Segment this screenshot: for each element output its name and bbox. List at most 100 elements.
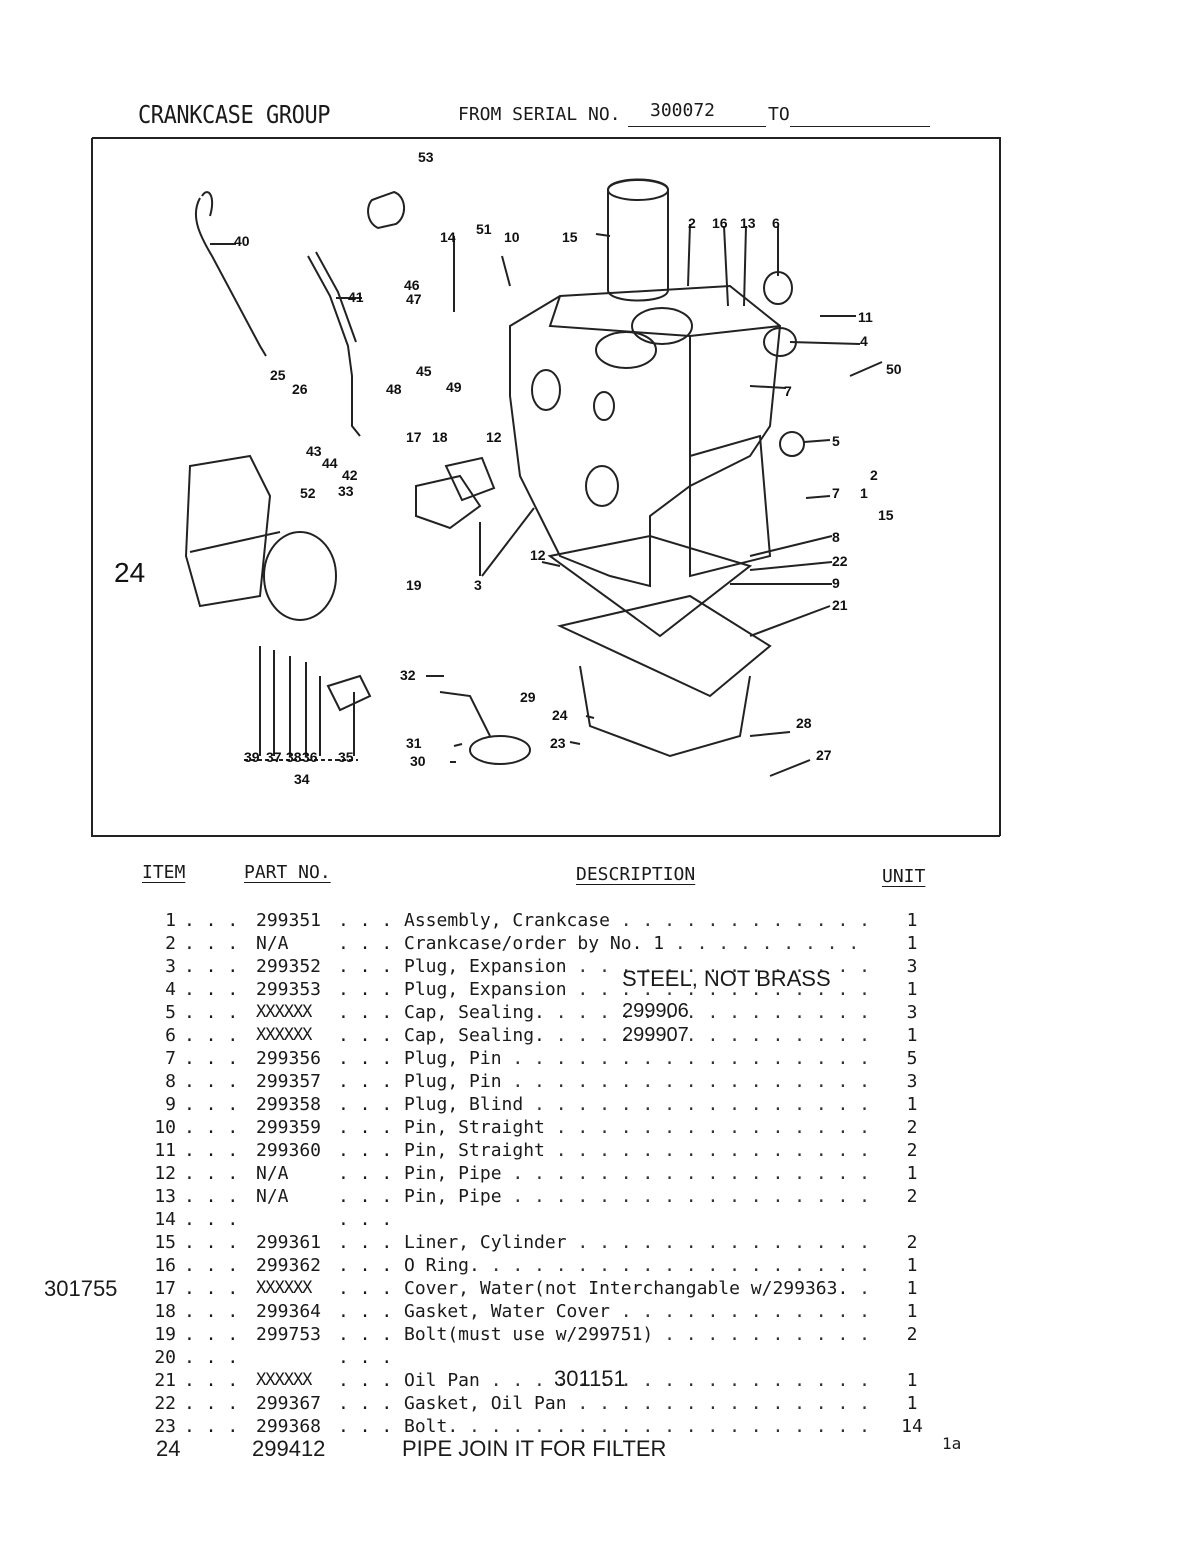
svg-text:17: 17: [406, 429, 422, 445]
svg-text:4: 4: [860, 333, 868, 349]
item-number: 10: [154, 1117, 176, 1138]
svg-text:44: 44: [322, 455, 338, 471]
svg-text:46: 46: [404, 277, 420, 293]
item-number: 1: [165, 910, 176, 931]
svg-text:5: 5: [832, 433, 840, 449]
page-number: 1a: [942, 1434, 962, 1453]
leader-dots: O Ring. . . . . . . . . . . . . . . . . …: [490, 1255, 874, 1276]
part-number: 299364: [256, 1301, 322, 1322]
leader-dots: . . .: [338, 1347, 393, 1368]
svg-text:7: 7: [784, 383, 792, 399]
leader-dots: . . .: [184, 1209, 239, 1230]
part-number: 299361: [256, 1232, 322, 1253]
leader-dots: Gasket, Oil Pan . . . . . . . . . . . . …: [577, 1393, 874, 1414]
svg-text:11: 11: [858, 309, 873, 325]
table-row: . . .. . .14: [0, 1209, 1196, 1232]
leader-dots: Crankcase/order by No. 1 . . . . . . . .…: [674, 933, 874, 954]
leader-dots: Bolt. . . . . . . . . . . . . . . . . . …: [469, 1416, 874, 1437]
svg-text:6: 6: [772, 215, 780, 231]
part-number: 299368: [256, 1416, 322, 1437]
leader-dots: . . .: [338, 1117, 393, 1138]
table-row: . . .. . .Pin, Straight . . . . . . . . …: [0, 1140, 1196, 1163]
leader-dots: Plug, Expansion . . . . . . . . . . . . …: [577, 956, 874, 977]
svg-text:31: 31: [406, 735, 422, 751]
leader-dots: . . .: [338, 910, 393, 931]
leader-dots: . . .: [338, 1370, 393, 1391]
handwritten-oilpan-new-part: 301151: [554, 1366, 626, 1391]
unit-quantity: 1: [906, 933, 918, 954]
svg-text:37: 37: [266, 749, 282, 765]
page-title: CRANKCASE GROUP: [138, 100, 331, 129]
leader-dots: . . .: [184, 1416, 239, 1437]
table-row: . . .. . .Plug, Blind . . . . . . . . . …: [0, 1094, 1196, 1117]
item-number: 23: [154, 1416, 176, 1437]
table-row: . . .. . .Plug, Expansion . . . . . . . …: [0, 956, 1196, 979]
leader-dots: . . .: [184, 1347, 239, 1368]
part-number: N/A: [256, 933, 289, 954]
part-number: N/A: [256, 1163, 289, 1184]
leader-dots: . . .: [184, 1301, 239, 1322]
description: Assembly, Crankcase: [404, 910, 610, 931]
svg-text:49: 49: [446, 379, 462, 395]
item-number: 18: [154, 1301, 176, 1322]
svg-text:2: 2: [870, 467, 878, 483]
leader-dots: Pin, Straight . . . . . . . . . . . . . …: [555, 1117, 874, 1138]
svg-text:40: 40: [234, 233, 250, 249]
column-header-part: PART NO.: [244, 862, 331, 883]
leader-dots: . . .: [184, 910, 239, 931]
svg-text:3: 3: [474, 577, 482, 593]
part-number: 299360: [256, 1140, 322, 1161]
description: Bolt.: [404, 1416, 459, 1437]
svg-text:50: 50: [886, 361, 902, 377]
handwritten-cover17-new-part: 301755: [44, 1276, 118, 1301]
description: Pin, Straight: [404, 1140, 545, 1161]
leader-dots: Pin, Pipe . . . . . . . . . . . . . . . …: [512, 1163, 874, 1184]
leader-dots: . . .: [338, 1324, 393, 1345]
leader-dots: . . .: [184, 1025, 239, 1046]
svg-text:9: 9: [832, 575, 840, 591]
leader-dots: Plug, Expansion . . . . . . . . . . . . …: [577, 979, 874, 1000]
handwritten-cap5-new-part: 299906: [622, 1000, 689, 1022]
leader-dots: Plug, Blind . . . . . . . . . . . . . . …: [534, 1094, 874, 1115]
svg-text:16: 16: [712, 215, 728, 231]
table-row: . . .. . .Cap, Sealing. . . . . . . . . …: [0, 1025, 1196, 1048]
part-number: 299352: [256, 956, 322, 977]
leader-dots: . . .: [184, 1140, 239, 1161]
leader-dots: . . .: [184, 1048, 239, 1069]
item-number: 19: [154, 1324, 176, 1345]
svg-text:25: 25: [270, 367, 286, 383]
leader-dots: Liner, Cylinder . . . . . . . . . . . . …: [577, 1232, 874, 1253]
svg-text:24: 24: [552, 707, 568, 723]
unit-quantity: 1: [906, 1393, 918, 1414]
table-row: . . .. . .Cap, Sealing. . . . . . . . . …: [0, 1002, 1196, 1025]
description: Pin, Pipe: [404, 1186, 502, 1207]
leader-dots: . . .: [184, 1117, 239, 1138]
svg-text:47: 47: [406, 291, 422, 307]
leader-dots: . . .: [338, 1140, 393, 1161]
leader-dots: . . .: [338, 1416, 393, 1437]
part-number: 299362: [256, 1255, 322, 1276]
unit-quantity: 1: [906, 1025, 918, 1046]
column-header-description: DESCRIPTION: [576, 864, 696, 885]
handwritten-steel-note: STEEL, NOT BRASS: [622, 966, 831, 991]
unit-quantity: 3: [906, 956, 918, 977]
handwritten-cap6-new-part: 299907: [622, 1024, 689, 1046]
svg-text:13: 13: [740, 215, 756, 231]
item-number: 17: [154, 1278, 176, 1299]
unit-quantity: 2: [906, 1186, 918, 1207]
svg-text:52: 52: [300, 485, 316, 501]
svg-text:21: 21: [832, 597, 848, 613]
svg-text:14: 14: [440, 229, 456, 245]
item-number: 21: [154, 1370, 176, 1391]
leader-dots: . . .: [184, 1186, 239, 1207]
part-number: 299358: [256, 1094, 322, 1115]
unit-quantity: 2: [906, 1232, 918, 1253]
table-row: . . .. . .Plug, Pin . . . . . . . . . . …: [0, 1048, 1196, 1071]
svg-text:28: 28: [796, 715, 812, 731]
svg-text:41: 41: [348, 289, 364, 305]
part-number: 299753: [256, 1324, 322, 1345]
description: O Ring.: [404, 1255, 480, 1276]
leader-dots: Bolt(must use w/299751) . . . . . . . . …: [664, 1324, 874, 1345]
item-number: 11: [154, 1140, 176, 1161]
item-number: 13: [154, 1186, 176, 1207]
